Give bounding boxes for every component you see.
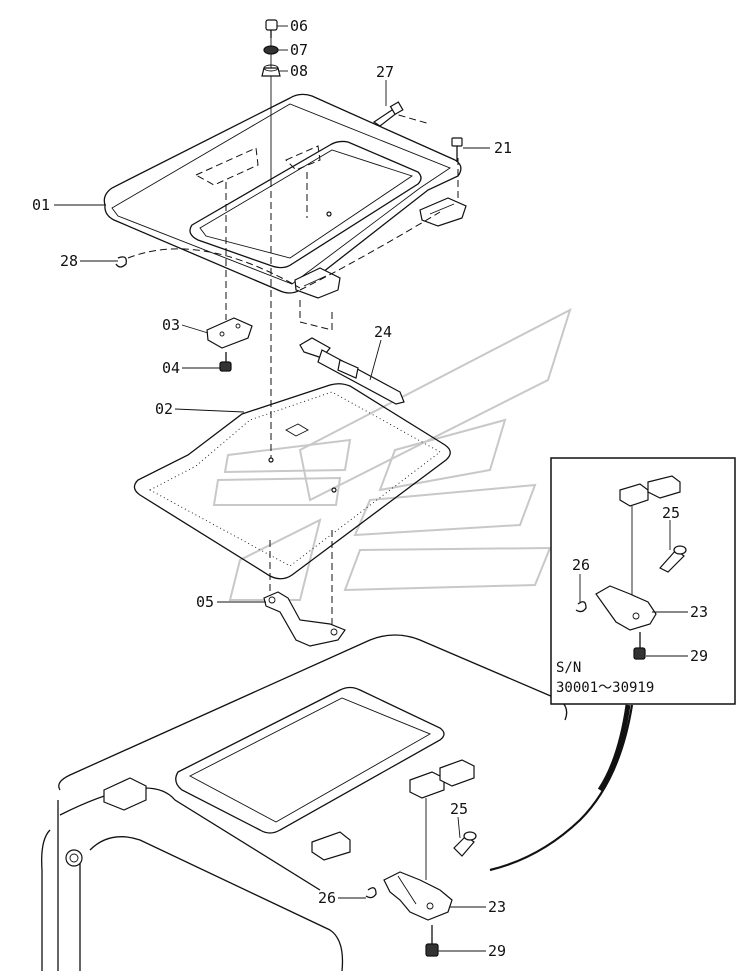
inset-labels: 25 26 23 29 S/N 30001～30919	[556, 504, 708, 696]
callout-03: 03	[162, 316, 180, 334]
bolt-29	[425, 925, 439, 957]
bolt-21	[451, 137, 463, 162]
latch-23	[383, 871, 453, 921]
bolt-04	[219, 352, 232, 372]
leader-lines	[54, 25, 688, 952]
inset-callout-26: 26	[572, 556, 590, 574]
callout-06: 06	[290, 17, 308, 35]
callout-28: 28	[60, 252, 78, 270]
callout-27: 27	[376, 63, 394, 81]
nut-08	[261, 64, 281, 77]
inset-callout-25: 25	[662, 504, 680, 522]
bolt-25	[453, 831, 477, 857]
bracket-05	[263, 591, 346, 647]
clip-28	[115, 256, 127, 268]
callout-labels: 06 07 08 27 21 01 28 03 04 24 02 05 25 2…	[32, 17, 512, 960]
bolt-27	[372, 101, 404, 127]
callout-08: 08	[290, 62, 308, 80]
watermark-logo	[212, 308, 572, 601]
stay-24	[299, 337, 405, 405]
detail-pointer-thick	[597, 704, 631, 792]
cover-plate-02	[133, 383, 451, 580]
detail-pointer	[489, 704, 634, 872]
callout-25: 25	[450, 800, 468, 818]
callout-26: 26	[318, 889, 336, 907]
serial-number-range: 30001～30919	[556, 680, 654, 696]
washer-07	[263, 45, 279, 55]
cab-roof	[41, 634, 568, 971]
callout-24: 24	[374, 323, 392, 341]
inset-callout-29: 29	[690, 647, 708, 665]
callout-04: 04	[162, 359, 180, 377]
callout-21: 21	[494, 139, 512, 157]
callout-05: 05	[196, 593, 214, 611]
serial-number-label: S/N	[556, 660, 581, 676]
inset-detail	[550, 457, 736, 705]
callout-07: 07	[290, 41, 308, 59]
callout-29: 29	[488, 942, 506, 960]
inset-callout-23: 23	[690, 603, 708, 621]
window-frame-01	[103, 93, 467, 331]
bracket-03	[206, 317, 253, 349]
bolt-06	[265, 19, 278, 38]
callout-01: 01	[32, 196, 50, 214]
clip-26	[365, 887, 377, 899]
callout-02: 02	[155, 400, 173, 418]
callout-23: 23	[488, 898, 506, 916]
